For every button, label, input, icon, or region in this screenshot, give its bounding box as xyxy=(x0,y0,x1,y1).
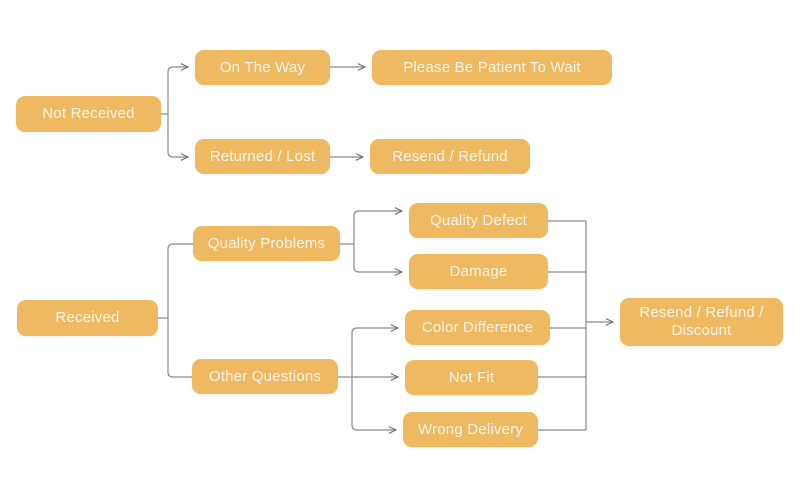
edge-group-quality-problems xyxy=(340,211,402,272)
node-label: Color Difference xyxy=(421,318,534,336)
node-label: On The Way xyxy=(219,58,306,76)
edge-received-to-quality-problems xyxy=(167,243,193,318)
node-label: Not Fit xyxy=(448,368,495,386)
node-received[interactable]: Received xyxy=(17,300,158,336)
edge-quality-problems-to-damage xyxy=(353,244,402,272)
node-resend-refund-discount[interactable]: Resend / Refund / Discount xyxy=(620,298,783,346)
node-please-be-patient-to-wait[interactable]: Please Be Patient To Wait xyxy=(372,50,612,85)
edge-other-questions-to-wrong-delivery xyxy=(351,377,396,430)
node-label: Please Be Patient To Wait xyxy=(403,58,581,76)
node-quality-problems[interactable]: Quality Problems xyxy=(193,226,340,261)
node-label: Not Received xyxy=(42,105,135,123)
node-resend-refund[interactable]: Resend / Refund xyxy=(370,139,530,174)
node-label: Quality Defect xyxy=(429,211,527,229)
node-label: Wrong Delivery xyxy=(417,420,524,438)
node-other-questions[interactable]: Other Questions xyxy=(192,359,338,394)
node-not-received[interactable]: Not Received xyxy=(16,96,161,132)
edge-not-received-to-returned-lost xyxy=(167,114,188,157)
node-quality-defect[interactable]: Quality Defect xyxy=(409,203,548,238)
node-label: Returned / Lost xyxy=(209,147,316,165)
node-wrong-delivery[interactable]: Wrong Delivery xyxy=(403,412,538,447)
edge-group-received xyxy=(158,243,193,378)
edge-not-received-to-on-the-way xyxy=(167,67,188,114)
node-returned-lost[interactable]: Returned / Lost xyxy=(195,139,330,174)
node-label: Resend / Refund xyxy=(392,147,508,165)
node-label: Damage xyxy=(449,262,508,280)
node-label: Resend / Refund / Discount xyxy=(639,304,764,339)
node-color-difference[interactable]: Color Difference xyxy=(405,310,550,345)
node-label: Received xyxy=(55,309,120,327)
node-label: Other Questions xyxy=(208,367,322,385)
node-damage[interactable]: Damage xyxy=(409,254,548,289)
edge-received-to-other-questions xyxy=(167,318,192,378)
edge-quality-problems-to-quality-defect xyxy=(353,211,402,244)
node-on-the-way[interactable]: On The Way xyxy=(195,50,330,85)
node-label: Quality Problems xyxy=(207,234,326,252)
edge-group-other-questions xyxy=(338,328,398,430)
node-not-fit[interactable]: Not Fit xyxy=(405,360,538,395)
edge-other-questions-to-color-difference xyxy=(351,328,398,377)
